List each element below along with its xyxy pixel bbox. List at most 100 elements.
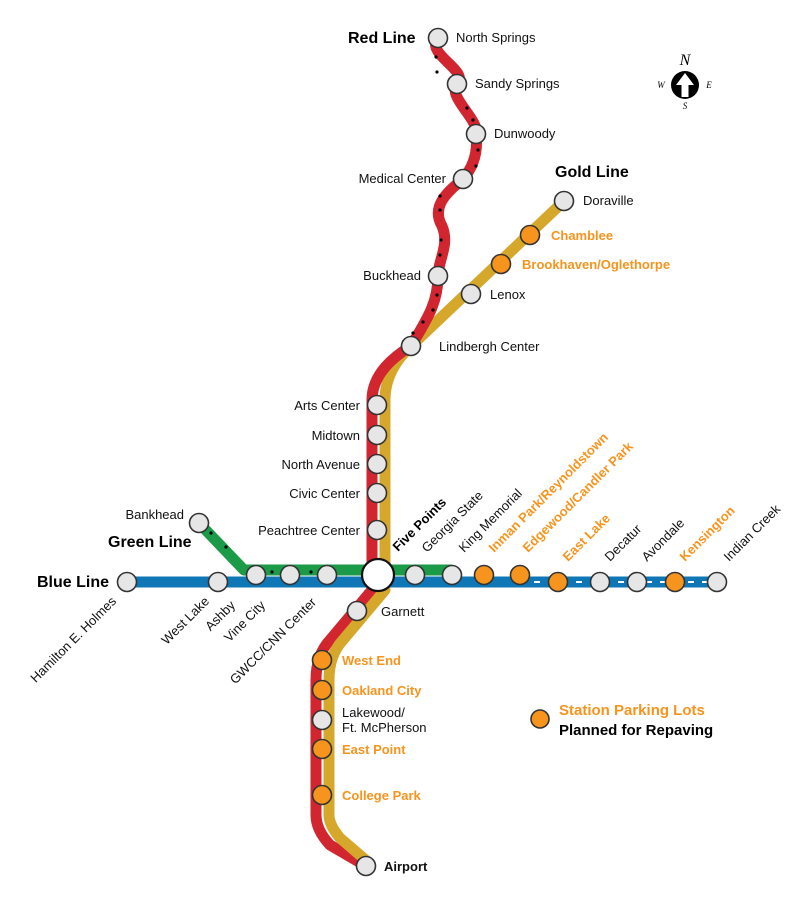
station-label-sandy-springs: Sandy Springs	[475, 76, 560, 91]
direction-marker	[224, 545, 228, 549]
direction-marker	[438, 253, 442, 257]
legend-line-2: Planned for Repaving	[559, 722, 713, 739]
direction-marker	[209, 531, 213, 535]
station-label-lindbergh: Lindbergh Center	[439, 339, 540, 354]
direction-marker	[474, 164, 478, 168]
station-decatur[interactable]	[589, 571, 611, 593]
station-label-west-end: West End	[342, 653, 401, 668]
green-line-label: Green Line	[108, 534, 192, 551]
direction-marker	[411, 331, 415, 335]
station-east-lake[interactable]	[547, 571, 569, 593]
red-line-track-south	[310, 584, 378, 871]
station-label-buckhead: Buckhead	[363, 268, 421, 283]
station-label-hamilton-holmes: Hamilton E. Holmes	[27, 593, 119, 685]
station-arts-center[interactable]	[366, 394, 388, 416]
station-label-gwcc: GWCC/CNN Center	[227, 594, 320, 687]
station-doraville[interactable]	[553, 190, 575, 212]
station-gwcc[interactable]	[316, 564, 338, 586]
station-label-north-avenue: North Avenue	[281, 457, 360, 472]
legend: Station Parking Lots Planned for Repavin…	[530, 702, 713, 739]
station-label-midtown: Midtown	[312, 428, 360, 443]
station-college-park[interactable]	[311, 784, 333, 806]
station-west-end[interactable]	[311, 649, 333, 671]
station-lenox[interactable]	[460, 283, 482, 305]
red-line-label: Red Line	[348, 30, 416, 47]
station-label-north-springs: North Springs	[456, 30, 536, 45]
direction-marker	[438, 208, 442, 212]
station-label-bankhead: Bankhead	[125, 507, 184, 522]
compass-arrow-icon	[676, 73, 694, 97]
direction-marker	[438, 194, 442, 198]
station-indian-creek[interactable]	[706, 571, 728, 593]
station-lakewood[interactable]	[311, 709, 333, 731]
station-kensington[interactable]	[664, 571, 686, 593]
compass-east: E	[705, 80, 712, 90]
direction-marker	[471, 118, 475, 122]
station-five-points[interactable]	[360, 557, 396, 593]
station-label-lakewood: Lakewood/Ft. McPherson	[342, 705, 427, 735]
station-east-point[interactable]	[311, 738, 333, 760]
station-west-lake[interactable]	[207, 571, 229, 593]
station-label-civic-center: Civic Center	[289, 486, 360, 501]
direction-markers	[209, 55, 480, 574]
station-label-decatur: Decatur	[602, 521, 645, 564]
station-inman-park[interactable]	[473, 564, 495, 586]
compass-south: S	[683, 101, 688, 111]
station-edgewood[interactable]	[509, 564, 531, 586]
station-lindbergh[interactable]	[400, 335, 422, 357]
station-label-lenox: Lenox	[490, 287, 526, 302]
station-north-avenue[interactable]	[366, 453, 388, 475]
station-bankhead[interactable]	[188, 512, 210, 534]
direction-marker	[465, 106, 469, 110]
station-garnett[interactable]	[346, 600, 368, 622]
station-georgia-state[interactable]	[404, 564, 426, 586]
station-north-springs[interactable]	[427, 27, 449, 49]
station-label-peachtree-center: Peachtree Center	[258, 523, 361, 538]
gold-line-label: Gold Line	[555, 164, 629, 181]
blue-line-label: Blue Line	[37, 574, 109, 591]
compass-rose: N E S W	[657, 52, 712, 111]
station-vine-city[interactable]	[279, 564, 301, 586]
station-label-oakland-city: Oakland City	[342, 683, 422, 698]
station-label-garnett: Garnett	[381, 604, 425, 619]
station-label-east-point: East Point	[342, 742, 406, 757]
direction-marker	[270, 570, 274, 574]
station-king-memorial[interactable]	[441, 564, 463, 586]
direction-marker	[434, 55, 438, 59]
station-label-brookhaven: Brookhaven/Oglethorpe	[522, 257, 670, 272]
legend-highlight-marker	[530, 709, 550, 729]
station-hamilton-holmes[interactable]	[116, 571, 138, 593]
station-brookhaven[interactable]	[490, 253, 512, 275]
station-airport[interactable]	[355, 855, 377, 877]
station-oakland-city[interactable]	[311, 679, 333, 701]
station-buckhead[interactable]	[427, 265, 449, 287]
direction-marker	[435, 70, 439, 74]
station-avondale[interactable]	[626, 571, 648, 593]
station-peachtree-center[interactable]	[366, 519, 388, 541]
compass-west: W	[657, 80, 666, 90]
direction-marker	[421, 320, 425, 324]
station-midtown[interactable]	[366, 424, 388, 446]
station-label-chamblee: Chamblee	[551, 228, 613, 243]
compass-north: N	[679, 52, 692, 69]
direction-marker	[476, 148, 480, 152]
station-ashby[interactable]	[245, 564, 267, 586]
gold-line-track-south	[323, 584, 391, 867]
direction-marker	[439, 238, 443, 242]
station-sandy-springs[interactable]	[446, 73, 468, 95]
station-label-medical-center: Medical Center	[359, 171, 447, 186]
station-dunwoody[interactable]	[465, 123, 487, 145]
direction-marker	[431, 308, 435, 312]
direction-marker	[309, 570, 313, 574]
station-label-airport: Airport	[384, 859, 428, 874]
direction-marker	[435, 293, 439, 297]
station-medical-center[interactable]	[452, 168, 474, 190]
station-label-dunwoody: Dunwoody	[494, 126, 556, 141]
station-label-college-park: College Park	[342, 788, 422, 803]
station-civic-center[interactable]	[366, 482, 388, 504]
station-layer	[116, 27, 728, 877]
station-chamblee[interactable]	[519, 224, 541, 246]
legend-line-1: Station Parking Lots	[559, 702, 705, 719]
